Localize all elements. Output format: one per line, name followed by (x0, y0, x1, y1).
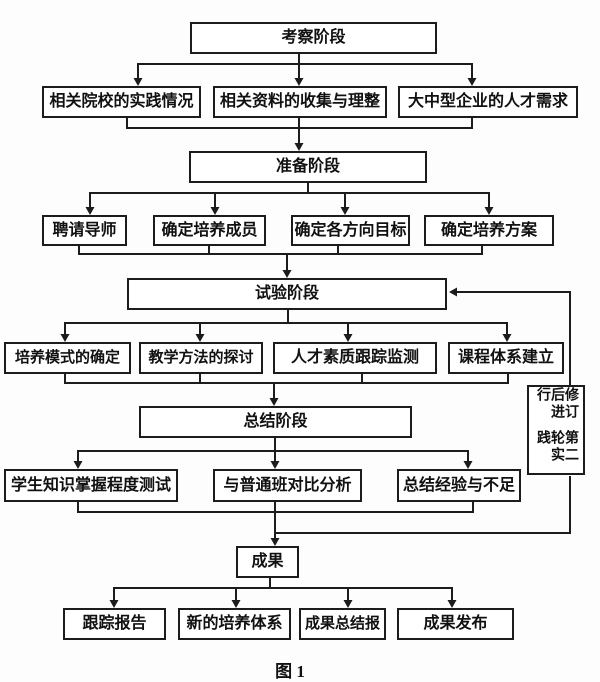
node-label: 学生知识掌握程度测试 (10, 476, 171, 494)
node-data-collection: 相关资料的收集与理整 (213, 86, 387, 118)
node-label: 准备阶段 (275, 158, 340, 175)
node-summary-phase: 总结阶段 (139, 406, 412, 438)
node-label: 总结经验与不足 (402, 476, 515, 494)
node-label: 新的培养体系 (186, 615, 283, 632)
node-new-training-system: 新的培养体系 (178, 608, 291, 640)
node-survey-phase: 考察阶段 (190, 22, 437, 54)
node-experience-summary: 总结经验与不足 (397, 469, 521, 502)
node-college-practice: 相关院校的实践情况 (42, 86, 201, 118)
node-label: 相关资料的收集与理整 (219, 93, 380, 110)
node-label: 总结阶段 (243, 413, 308, 430)
node-results: 成果 (236, 546, 299, 578)
node-label: 课程体系建立 (457, 349, 554, 366)
node-hire-mentors: 聘请导师 (42, 215, 127, 246)
node-label: 考察阶段 (281, 29, 346, 46)
node-label: 教学方法的探讨 (148, 349, 254, 366)
node-tracking-report: 跟踪报告 (63, 608, 166, 640)
node-knowledge-test: 学生知识掌握程度测试 (4, 469, 178, 502)
figure-caption: 图 1 (275, 662, 305, 681)
node-label: 成果 (251, 553, 284, 570)
node-label: 确定各方向目标 (294, 221, 407, 239)
node-label: 与普通班对比分析 (223, 476, 352, 494)
node-label: 确定培养方案 (440, 221, 537, 239)
feedback-label-revise: 修订后进行 (535, 387, 578, 421)
node-confirm-members: 确定培养成员 (153, 215, 266, 246)
node-label: 聘请导师 (52, 221, 117, 239)
node-label: 人才素质跟踪监测 (290, 349, 419, 366)
node-label: 确定培养成员 (161, 221, 258, 239)
node-confirm-plan: 确定培养方案 (424, 215, 554, 246)
node-prepare-phase: 准备阶段 (189, 151, 427, 183)
node-comparison-analysis: 与普通班对比分析 (213, 469, 362, 502)
node-label: 跟踪报告 (82, 615, 147, 632)
node-label: 大中型企业的人才需求 (407, 93, 568, 110)
node-label: 成果发布 (423, 615, 488, 632)
node-second-round-feedback: 修订后进行 第二轮实践 (527, 385, 585, 475)
node-label: 成果总结报 (304, 615, 380, 632)
node-enterprise-demand: 大中型企业的人才需求 (398, 86, 578, 118)
node-results-release: 成果发布 (397, 608, 514, 640)
node-training-mode: 培养模式的确定 (4, 342, 131, 374)
node-label: 试验阶段 (254, 285, 319, 302)
node-confirm-goals: 确定各方向目标 (291, 215, 410, 246)
node-experiment-phase: 试验阶段 (127, 278, 447, 310)
node-quality-tracking: 人才素质跟踪监测 (273, 342, 437, 374)
node-teaching-methods: 教学方法的探讨 (139, 342, 263, 374)
node-label: 培养模式的确定 (14, 349, 120, 366)
node-curriculum-system: 课程体系建立 (448, 342, 564, 374)
feedback-label-second-round: 第二轮实践 (535, 430, 578, 464)
node-results-summary-report: 成果总结报 (299, 608, 386, 640)
node-label: 相关院校的实践情况 (49, 93, 194, 110)
